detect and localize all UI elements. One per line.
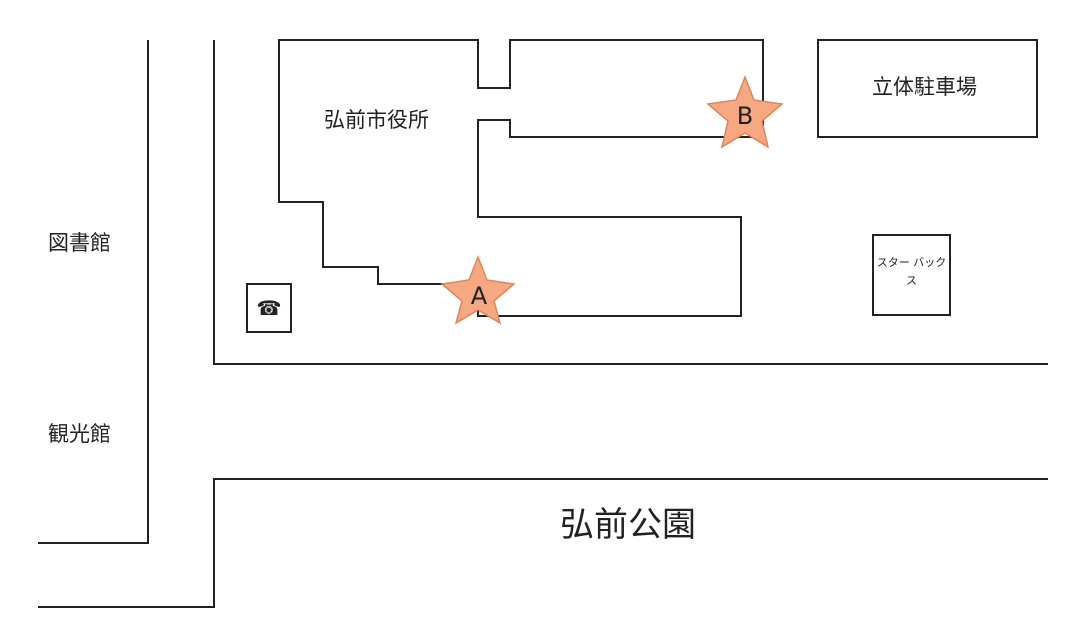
phone-booth (246, 283, 292, 333)
parking-label: 立体駐車場 (872, 75, 977, 99)
marker-a-label: A (470, 282, 488, 310)
city-hall-building (278, 39, 764, 317)
park-label: 弘前公園 (560, 505, 696, 545)
street-edge-left-upper (38, 40, 149, 544)
phone-icon: ☎ (256, 296, 282, 320)
marker-b-label: B (736, 102, 754, 130)
city-hall-label: 弘前市役所 (324, 108, 429, 132)
library-label: 図書館 (48, 231, 111, 255)
tourist-center-label: 観光館 (48, 422, 111, 446)
starbucks-building (872, 234, 951, 316)
star-marker-b[interactable] (706, 74, 784, 149)
starbucks-label: スター バックス (876, 256, 947, 287)
parking-building (817, 39, 1038, 138)
star-marker-a[interactable] (440, 254, 516, 325)
street-edge-park (38, 478, 1048, 608)
street-edge-left-lower (213, 40, 1048, 365)
